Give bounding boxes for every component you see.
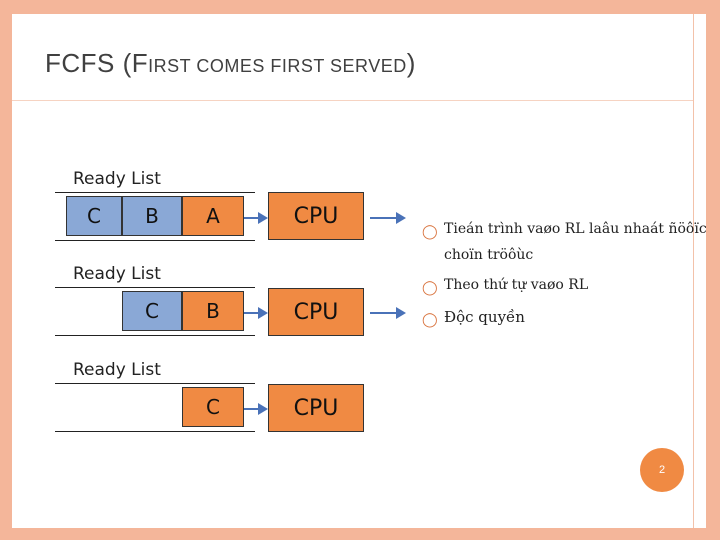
bullet-text: Tieán trình vaøo RL laâu nhaát ñöôïc cho… xyxy=(444,221,707,263)
ready-list-1-top-line xyxy=(55,192,255,193)
slide-title: FCFS (FIRST COMES FIRST SERVED) xyxy=(45,48,416,79)
arrow-icon xyxy=(244,307,268,319)
process-c-cell: C xyxy=(122,291,182,331)
bullet-item: ◯ Tieán trình vaøo RL laâu nhaát ñöôïc c… xyxy=(422,216,712,268)
ready-list-3-bottom-line xyxy=(55,431,255,432)
ready-list-2-top-line xyxy=(55,287,255,288)
bullet-item: ◯ Theo thứ tự vaøo RL xyxy=(422,272,712,298)
slide-frame-bottom xyxy=(0,528,720,540)
process-a-cell: A xyxy=(182,196,244,236)
page-number-badge: 2 xyxy=(640,448,684,492)
cpu-box-3: CPU xyxy=(268,384,364,432)
process-b-cell: B xyxy=(122,196,182,236)
process-b-cell: B xyxy=(182,291,244,331)
arrow-icon xyxy=(370,212,406,224)
ready-list-2-bottom-line xyxy=(55,335,255,336)
arrow-icon xyxy=(244,212,268,224)
title-divider xyxy=(12,100,693,101)
cpu-box-1: CPU xyxy=(268,192,364,240)
ring-bullet-icon: ◯ xyxy=(422,312,438,328)
arrow-icon xyxy=(370,307,406,319)
ready-list-1-bottom-line xyxy=(55,240,255,241)
ring-bullet-icon: ◯ xyxy=(422,280,438,296)
bullet-text: Độc quyền xyxy=(444,308,525,326)
slide-frame-top xyxy=(0,0,720,14)
ready-list-label-3: Ready List xyxy=(73,360,161,380)
frame-inner-line xyxy=(693,14,694,528)
cpu-box-2: CPU xyxy=(268,288,364,336)
slide-frame-right xyxy=(706,0,720,540)
ready-list-label-2: Ready List xyxy=(73,264,161,284)
title-small-caps: IRST COMES FIRST SERVED xyxy=(148,56,407,76)
ready-list-label-1: Ready List xyxy=(73,169,161,189)
bullet-list: ◯ Tieán trình vaøo RL laâu nhaát ñöôïc c… xyxy=(422,216,712,330)
bullet-text: Theo thứ tự vaøo RL xyxy=(444,277,589,293)
process-c-cell: C xyxy=(182,387,244,427)
process-c-cell: C xyxy=(66,196,122,236)
ready-list-3-top-line xyxy=(55,383,255,384)
slide-frame-left xyxy=(0,0,12,540)
title-main: FCFS (F xyxy=(45,48,149,78)
bullet-item: ◯ Độc quyền xyxy=(422,304,712,330)
ring-bullet-icon: ◯ xyxy=(422,224,438,240)
arrow-icon xyxy=(244,403,268,415)
title-end: ) xyxy=(406,48,416,78)
